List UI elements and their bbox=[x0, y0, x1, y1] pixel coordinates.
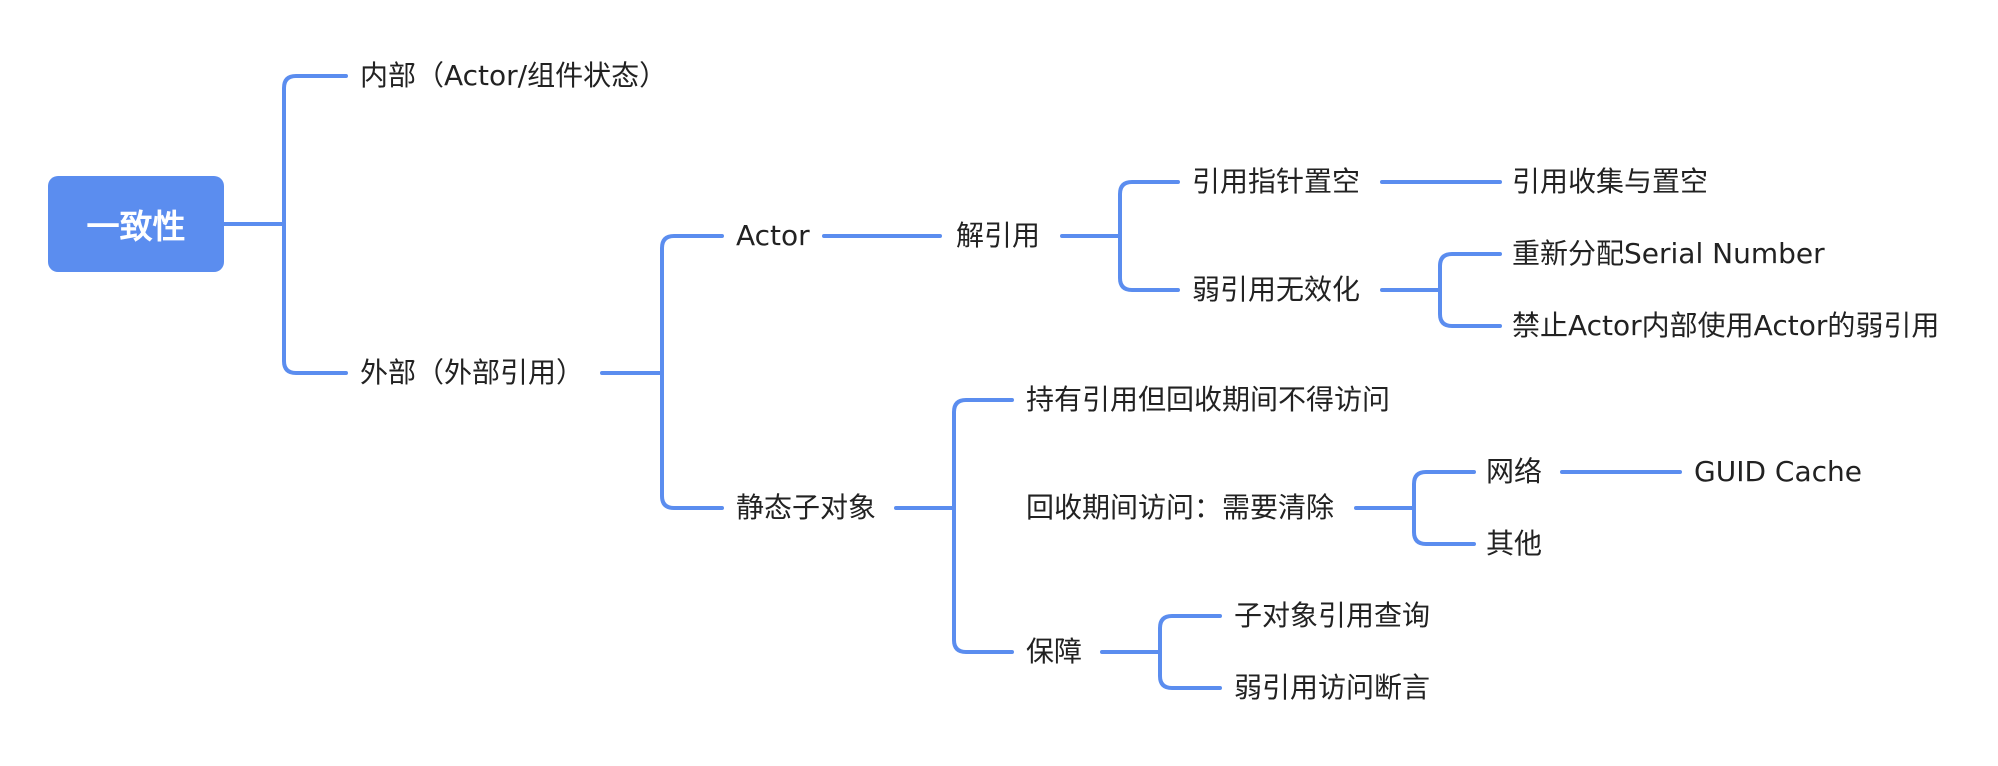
node-guid-cache[interactable]: GUID Cache bbox=[1694, 455, 1862, 488]
root-node-consistency[interactable]: 一致性 bbox=[48, 176, 224, 272]
node-network[interactable]: 网络 bbox=[1486, 455, 1543, 488]
node-static-subobject[interactable]: 静态子对象 bbox=[736, 491, 877, 524]
node-access-need-clear[interactable]: 回收期间访问：需要清除 bbox=[1026, 491, 1335, 524]
node-weak-ref-assert[interactable]: 弱引用访问断言 bbox=[1234, 671, 1431, 704]
node-weak-ref-invalidate[interactable]: 弱引用无效化 bbox=[1192, 273, 1361, 306]
node-ref-ptr-null[interactable]: 引用指针置空 bbox=[1192, 165, 1361, 198]
edge-root-branches bbox=[222, 74, 348, 375]
edge-weakref-children bbox=[1380, 252, 1502, 328]
node-actor[interactable]: Actor bbox=[736, 219, 810, 252]
node-reassign-serial[interactable]: 重新分配Serial Number bbox=[1512, 237, 1825, 270]
edge-guarantee-children bbox=[1100, 614, 1222, 690]
node-deref[interactable]: 解引用 bbox=[956, 219, 1041, 252]
node-external[interactable]: 外部（外部引用） bbox=[360, 356, 585, 389]
node-ref-collect-null[interactable]: 引用收集与置空 bbox=[1512, 165, 1709, 198]
root-node-label: 一致性 bbox=[86, 207, 186, 246]
node-hold-ref-no-access[interactable]: 持有引用但回收期间不得访问 bbox=[1026, 383, 1391, 416]
edge-external-children bbox=[600, 234, 724, 510]
node-subobject-ref-query[interactable]: 子对象引用查询 bbox=[1234, 599, 1431, 632]
edge-static-children bbox=[894, 398, 1014, 654]
node-internal[interactable]: 内部（Actor/组件状态） bbox=[360, 59, 668, 92]
node-other[interactable]: 其他 bbox=[1486, 527, 1543, 560]
node-forbid-weak-ref[interactable]: 禁止Actor内部使用Actor的弱引用 bbox=[1512, 309, 1940, 342]
edge-access-children bbox=[1354, 470, 1476, 546]
edge-deref-children bbox=[1060, 180, 1180, 292]
node-guarantee[interactable]: 保障 bbox=[1026, 635, 1083, 668]
